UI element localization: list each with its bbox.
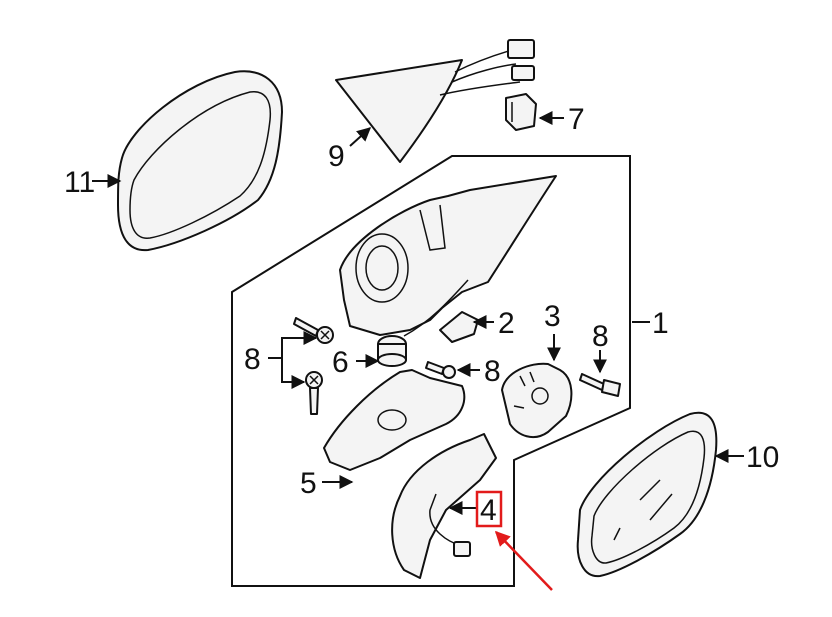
callout-11: 11 xyxy=(64,166,95,199)
screw-8-center xyxy=(425,361,456,379)
highlight-box-callout-4 xyxy=(475,490,503,528)
callout-6: 6 xyxy=(332,346,349,379)
callout-8-right: 8 xyxy=(592,320,609,353)
part-10-mirror-glass xyxy=(576,411,718,578)
screw-8-left-top xyxy=(293,317,334,344)
callout-5: 5 xyxy=(300,467,317,500)
callout-8-left: 8 xyxy=(244,343,261,376)
screw-8-right xyxy=(579,373,621,397)
callout-9: 9 xyxy=(328,140,345,173)
assembly-outline xyxy=(231,155,631,587)
callout-8-center: 8 xyxy=(484,355,501,388)
callout-10: 10 xyxy=(746,441,779,474)
part-4-lower-cover xyxy=(391,433,497,579)
part-7-clip xyxy=(505,93,537,131)
callout-3: 3 xyxy=(544,300,561,333)
mirror-housing-base xyxy=(339,175,557,336)
callout-2: 2 xyxy=(498,307,515,340)
red-pointer-arrow xyxy=(494,530,553,591)
callout-7: 7 xyxy=(568,103,585,136)
part-3-actuator xyxy=(501,362,573,439)
part-11-mirror-cover xyxy=(117,70,283,252)
part-6-motor xyxy=(377,279,469,367)
part-2-connector xyxy=(439,311,479,343)
screw-8-left-bottom xyxy=(305,371,323,415)
part-5-lower-housing xyxy=(323,369,466,471)
callout-1: 1 xyxy=(652,307,669,340)
callout-4: 4 xyxy=(480,494,497,527)
part-9-upper-cover-with-harness xyxy=(335,39,535,163)
